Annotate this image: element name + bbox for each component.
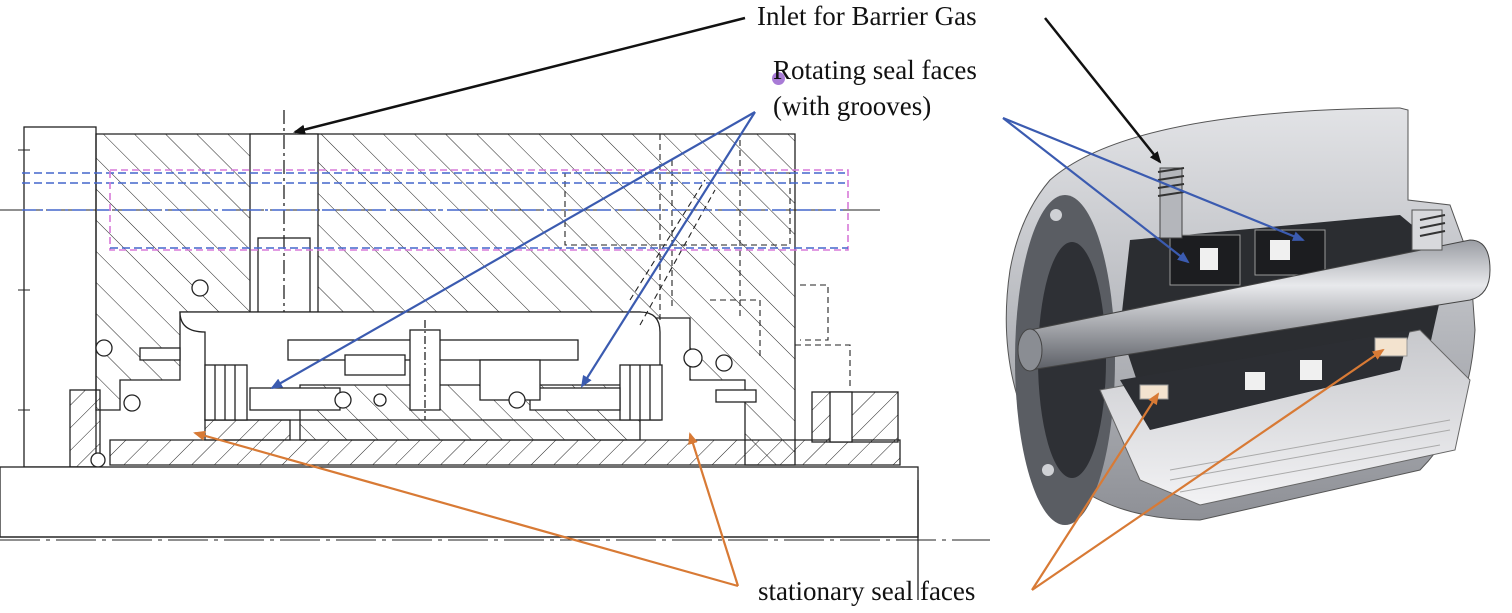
label-stationary-seal-faces: stationary seal faces bbox=[758, 576, 976, 606]
label-with-grooves: (with grooves) bbox=[773, 91, 932, 121]
label-rotating-seal-faces: Rotating seal faces bbox=[773, 55, 977, 85]
cutaway-render bbox=[997, 90, 1512, 550]
barrier-gas-channel bbox=[22, 169, 849, 251]
annotation-arrows bbox=[193, 16, 1385, 591]
label-inlet-barrier-gas: Inlet for Barrier Gas bbox=[757, 1, 977, 31]
marker-dot bbox=[772, 72, 785, 85]
